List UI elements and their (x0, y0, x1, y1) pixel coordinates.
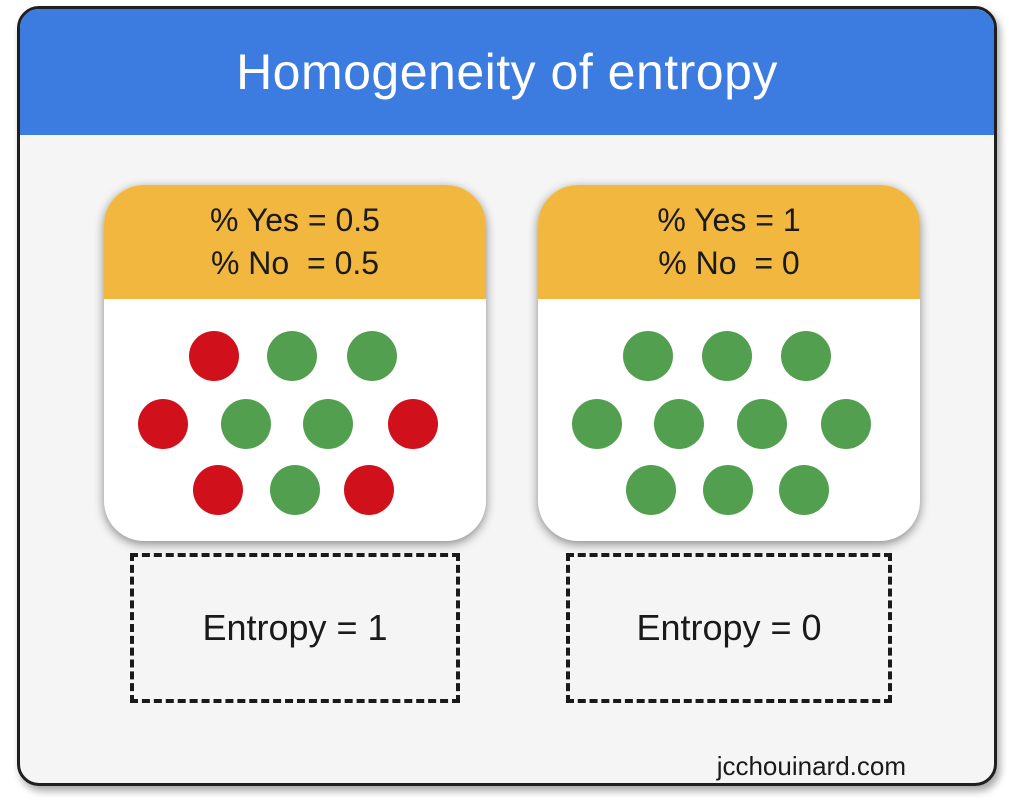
diagram-frame: Homogeneity of entropy % Yes = 0.5 % No … (17, 6, 997, 786)
green-sample-dot (626, 465, 676, 515)
title-bar: Homogeneity of entropy (20, 9, 994, 135)
green-sample-dot (303, 399, 353, 449)
site-watermark: jcchouinard.com (716, 751, 906, 781)
green-sample-dot (347, 331, 397, 381)
red-sample-dot (189, 331, 239, 381)
green-sample-dot (572, 399, 622, 449)
left-yes-ratio: % Yes = 0.5 (210, 202, 380, 238)
green-sample-dot (267, 331, 317, 381)
left-card-header: % Yes = 0.5 % No = 0.5 (104, 185, 486, 299)
left-no-ratio: % No = 0.5 (210, 245, 380, 281)
green-sample-dot (654, 399, 704, 449)
red-sample-dot (138, 399, 188, 449)
diagram-title: Homogeneity of entropy (236, 44, 778, 100)
right-no-ratio: % No = 0 (658, 245, 800, 281)
green-sample-dot (623, 331, 673, 381)
green-sample-dot (702, 331, 752, 381)
green-sample-dot (737, 399, 787, 449)
right-entropy-label: Entropy = 0 (636, 607, 822, 648)
left-entropy-label: Entropy = 1 (202, 607, 388, 648)
left-entropy-box: Entropy = 1 (130, 553, 460, 703)
right-entropy-box: Entropy = 0 (566, 553, 892, 703)
right-yes-ratio: % Yes = 1 (657, 202, 801, 238)
left-card: % Yes = 0.5 % No = 0.5 (104, 185, 486, 541)
red-sample-dot (193, 465, 243, 515)
right-card-header: % Yes = 1 % No = 0 (538, 185, 920, 299)
green-sample-dot (779, 465, 829, 515)
green-sample-dot (781, 331, 831, 381)
red-sample-dot (344, 465, 394, 515)
green-sample-dot (270, 465, 320, 515)
green-sample-dot (821, 399, 871, 449)
green-sample-dot (221, 399, 271, 449)
right-card: % Yes = 1 % No = 0 (538, 185, 920, 541)
green-sample-dot (703, 465, 753, 515)
red-sample-dot (388, 399, 438, 449)
